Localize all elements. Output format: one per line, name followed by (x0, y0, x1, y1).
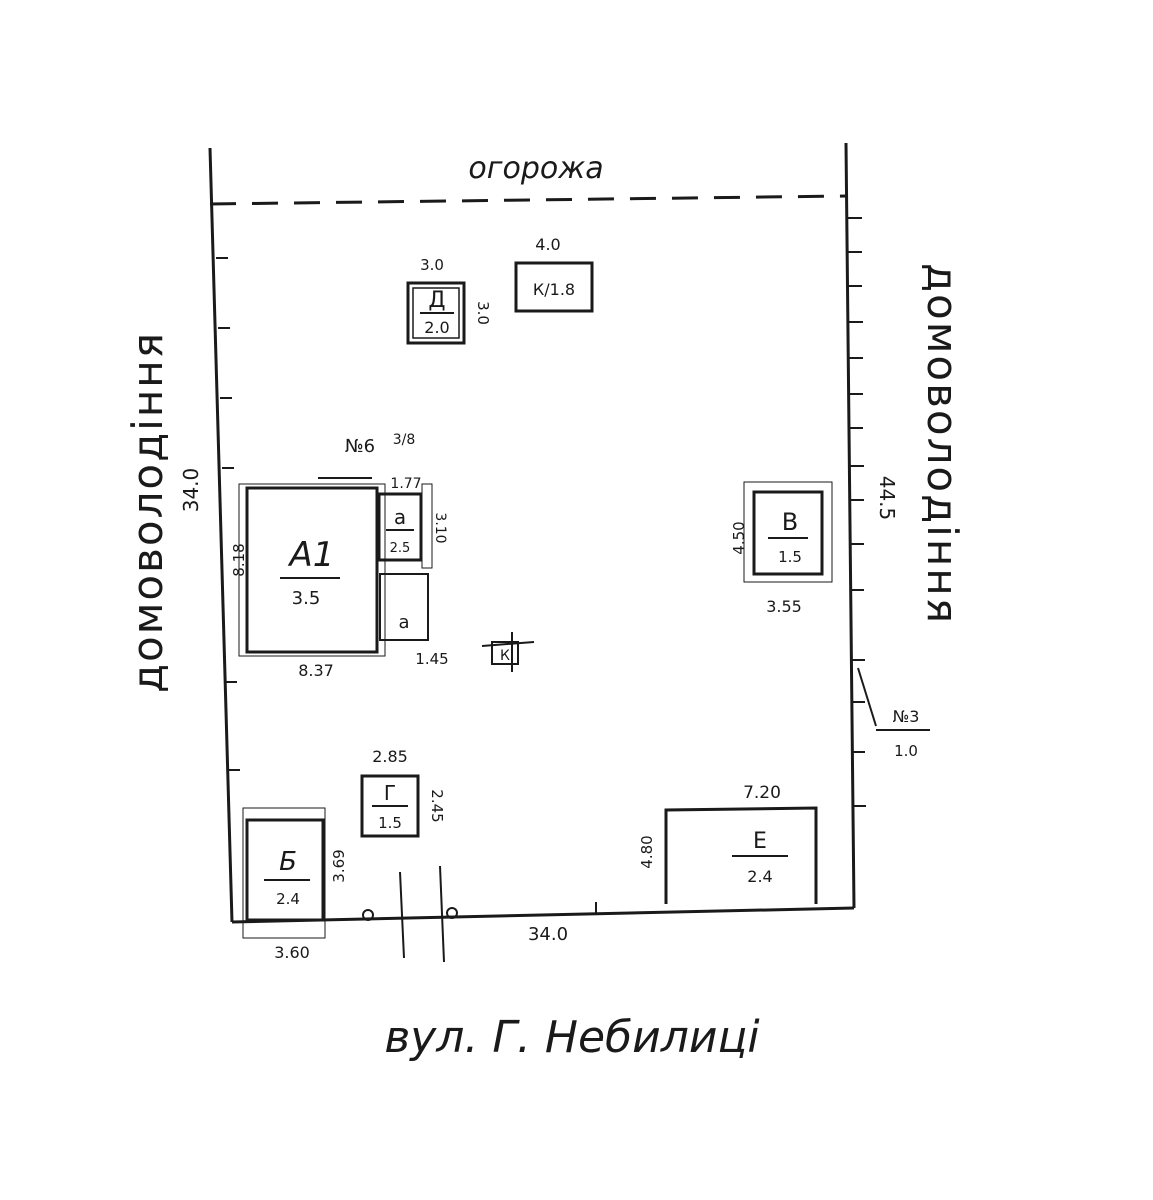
building-a-letter: а (394, 505, 406, 529)
building-g: Г 1.5 2.85 2.45 (360, 747, 446, 838)
right-length-label: 44.5 (875, 476, 899, 521)
building-b-width: 3.60 (274, 943, 310, 962)
house-number-frac: 3/8 (393, 432, 416, 448)
right-neighbor-label: домоволодіння (918, 263, 967, 625)
house-number: №6 3/8 (345, 432, 415, 457)
building-a1-depth: 8.18 (230, 543, 248, 576)
building-v-depth: 4.50 (730, 521, 748, 554)
top-neighbor-label: огорожа (468, 151, 603, 186)
building-k-width: 4.0 (535, 235, 560, 254)
left-neighbor-label: домоволодіння (123, 331, 172, 693)
building-v-letter: В (782, 508, 798, 536)
building-b-depth: 3.69 (330, 849, 348, 882)
building-g-letter: Г (384, 781, 396, 805)
building-wc-value: 1.0 (894, 742, 918, 760)
building-g-depth: 2.45 (428, 789, 446, 822)
building-a-depth: 3.10 (432, 512, 448, 543)
building-d: Д 2.0 3.0 3.0 (406, 256, 492, 345)
building-b-value: 2.4 (276, 890, 300, 908)
left-length-label: 34.0 (179, 468, 203, 513)
building-a-width: 1.77 (390, 476, 421, 492)
building-a-value: 2.5 (390, 541, 411, 556)
building-d-letter: Д (428, 288, 445, 313)
building-a1-width: 8.37 (298, 661, 334, 680)
building-ye-width: 7.20 (743, 783, 781, 803)
building-ye-letter: Е (753, 829, 767, 854)
plot-boundary (208, 142, 856, 924)
building-a-lower-letter: а (398, 612, 409, 633)
building-a: а 2.5 1.77 3.10 (377, 476, 448, 569)
building-v-value: 1.5 (778, 548, 802, 566)
building-a-lower: а 1.45 (379, 573, 449, 668)
building-ye: Е 2.4 7.20 4.80 (638, 783, 818, 904)
bottom-length-label: 34.0 (528, 924, 568, 945)
building-a1: А1 3.5 8.37 8.18 (230, 477, 386, 680)
building-a1-value: 3.5 (292, 588, 321, 609)
building-k-value: К/1.8 (533, 280, 575, 299)
building-a-lower-width: 1.45 (415, 650, 448, 668)
building-v: В 1.5 3.55 4.50 (730, 481, 833, 616)
building-g-value: 1.5 (378, 814, 402, 832)
boundary-ticks (216, 217, 866, 963)
building-d-depth: 3.0 (474, 301, 492, 325)
building-d-value: 2.0 (424, 318, 449, 337)
street-label: вул. Г. Небилиці (384, 1012, 760, 1063)
building-b-letter: Б (279, 847, 297, 877)
well: К (481, 632, 535, 672)
building-ye-value: 2.4 (747, 867, 772, 886)
building-v-width: 3.55 (766, 597, 802, 616)
building-ye-depth: 4.80 (638, 835, 656, 868)
building-b: Б 2.4 3.60 3.69 (242, 807, 348, 962)
building-k: К/1.8 4.0 (514, 235, 594, 313)
building-wc-label: №3 (893, 707, 920, 726)
well-label: К (500, 648, 510, 664)
building-wc: №3 1.0 (857, 667, 930, 760)
building-d-width: 3.0 (420, 256, 444, 274)
building-g-width: 2.85 (372, 747, 408, 766)
building-a1-letter: А1 (288, 535, 335, 575)
house-number-label: №6 (345, 436, 375, 457)
